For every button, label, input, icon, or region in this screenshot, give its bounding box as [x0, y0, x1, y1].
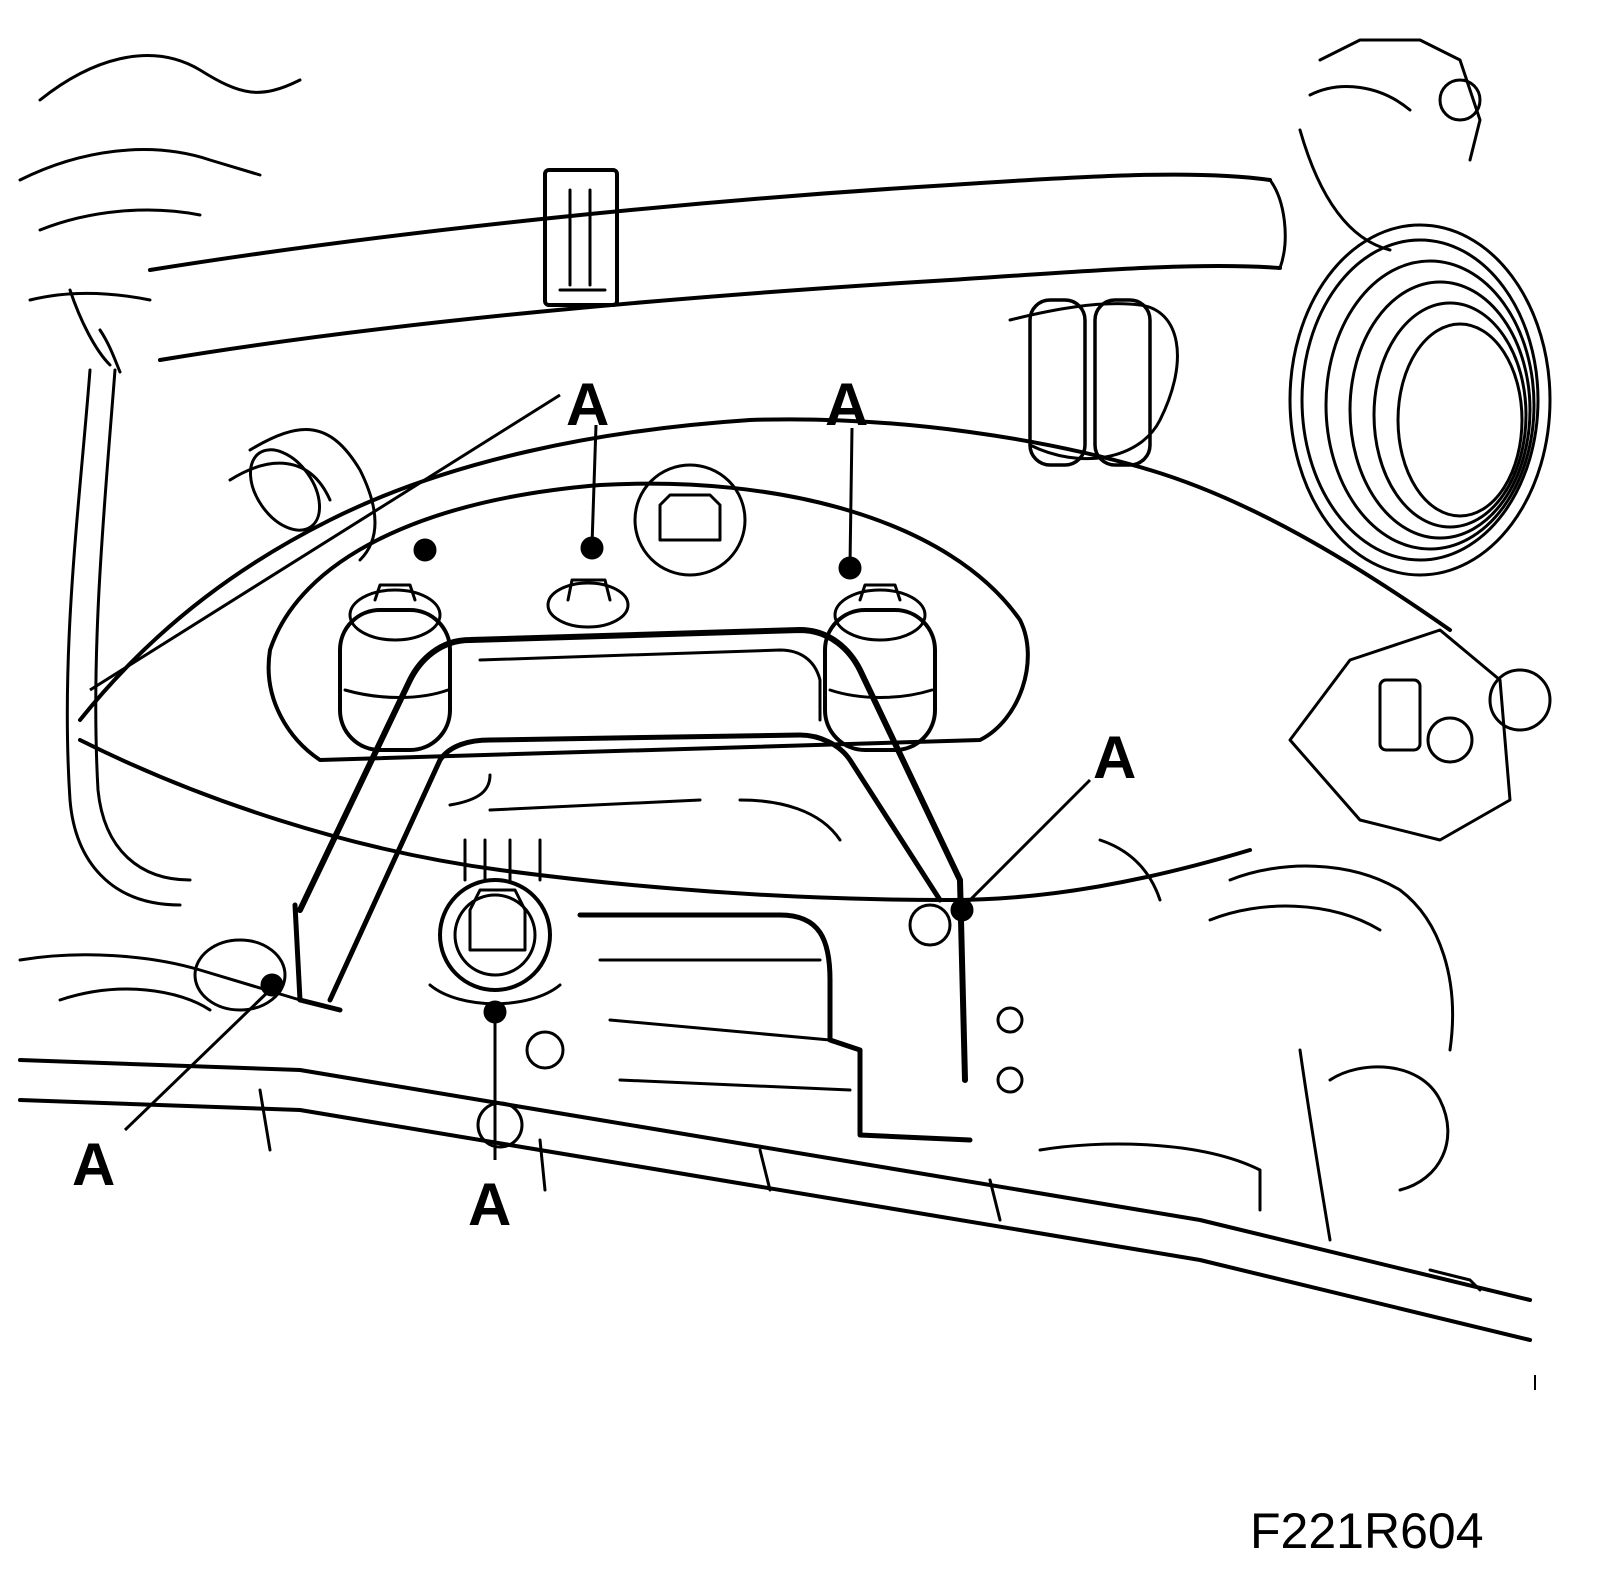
leader-dot-a3: [838, 556, 862, 580]
callout-label-top-right: A: [825, 371, 868, 438]
lower-left-hose: [248, 428, 377, 562]
callout-label-bottom-left: A: [72, 1131, 115, 1198]
right-bushing: [823, 583, 937, 752]
subframe-outline: [78, 417, 1452, 722]
hose-clip: [543, 168, 619, 307]
leader-line-a1: [89, 393, 561, 692]
left-vertical-pipe: [65, 368, 182, 907]
right-connector: [1288, 628, 1512, 842]
leader-dot-a4: [950, 898, 974, 922]
upper-coolant-hose: [148, 172, 1272, 272]
leader-dot-a2: [580, 536, 604, 560]
gearbox-housing: [577, 912, 973, 1143]
lower-mount-bolt: [428, 838, 562, 1006]
callout-labels: A A A A A A: [72, 371, 1136, 1238]
callout-label-top-left: A: [566, 371, 609, 438]
callout-leaders: [89, 393, 1092, 1160]
leader-dot-a5: [260, 973, 284, 997]
upper-left-hose: [38, 54, 302, 102]
leader-dot-a6: [483, 1000, 507, 1024]
engine-bay-line-art: [18, 38, 1552, 1342]
leader-line-a2: [590, 424, 598, 546]
figure-id: F221R604: [1250, 1503, 1484, 1559]
mount-bracket: [297, 627, 968, 1083]
leader-line-a4: [960, 778, 1092, 910]
lower-crossmember: [18, 1058, 1532, 1302]
intake-corrugated-tube: [1288, 223, 1552, 577]
leader-dot-a1: [413, 538, 437, 562]
right-hose-lower: [1328, 1065, 1450, 1192]
center-bushing-bolt: [546, 578, 630, 629]
leader-line-a5: [123, 986, 274, 1132]
left-bushing: [338, 583, 452, 752]
leader-line-a3: [848, 427, 854, 566]
callout-label-right: A: [1093, 724, 1136, 791]
callout-label-bottom-center: A: [468, 1171, 511, 1238]
mount-plate: [266, 481, 1030, 762]
